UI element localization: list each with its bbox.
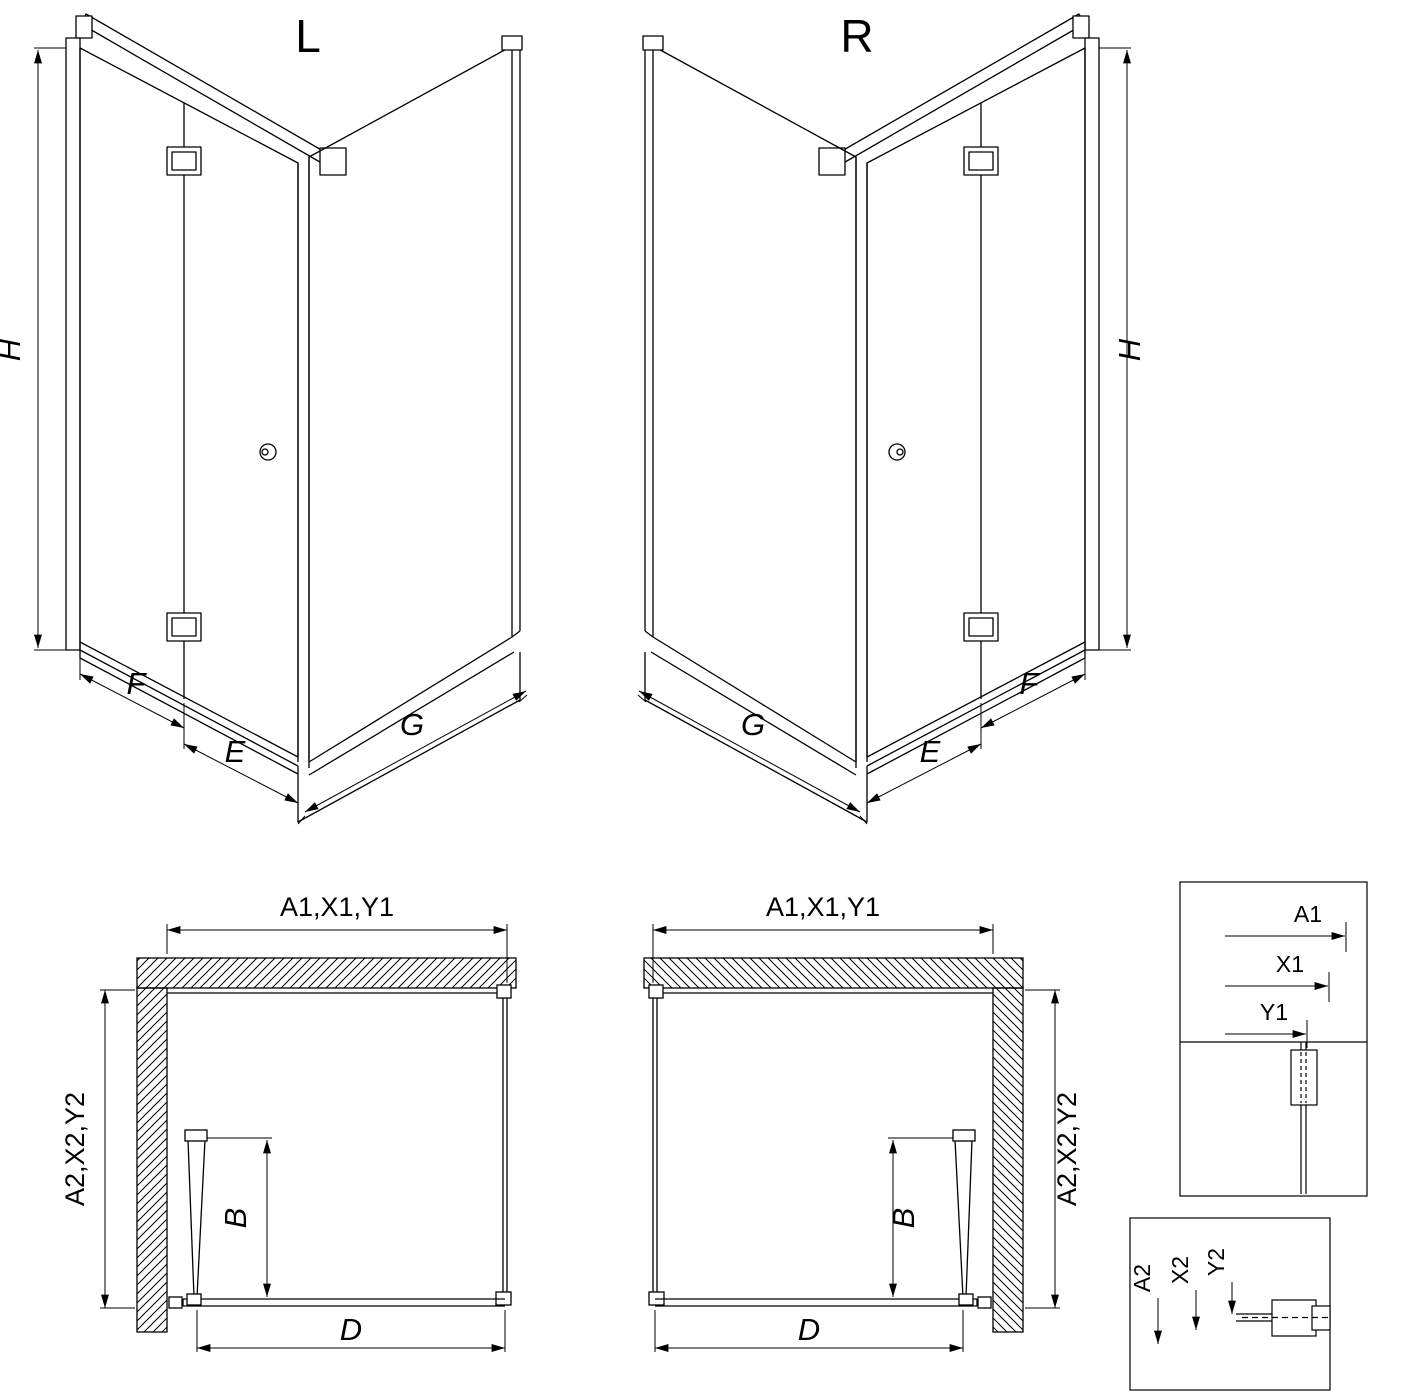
dim-height-right: H bbox=[1112, 338, 1147, 361]
right-3d-view bbox=[638, 14, 1131, 824]
detail-dim-A1: A1 bbox=[1294, 901, 1322, 927]
detail-depth-arrows bbox=[1154, 1282, 1236, 1344]
detail-dim-X2: X2 bbox=[1167, 1256, 1193, 1284]
detail-width-arrows bbox=[1225, 922, 1347, 1048]
dim-width-left-plan: A1,X1,Y1 bbox=[280, 892, 394, 922]
dim-F-right: F bbox=[1020, 666, 1041, 701]
dim-D-right-plan: D bbox=[798, 1312, 820, 1347]
dim-B-left-plan: B bbox=[218, 1208, 253, 1229]
dim-D-left-plan: D bbox=[340, 1312, 362, 1347]
detail-dim-X1: X1 bbox=[1276, 951, 1304, 977]
dim-F-left: F bbox=[127, 666, 148, 701]
detail-dim-Y2: Y2 bbox=[1203, 1248, 1229, 1276]
dim-depth-right-plan: A2,X2,Y2 bbox=[1052, 1092, 1082, 1206]
dim-G-right: G bbox=[741, 707, 765, 742]
detail-depth-section bbox=[1129, 1217, 1331, 1391]
dim-height-left: H bbox=[0, 338, 27, 361]
left-3d-view bbox=[34, 14, 527, 824]
detail-dim-A2: A2 bbox=[1129, 1264, 1155, 1292]
variant-label-right: R bbox=[840, 10, 873, 62]
dim-depth-left-plan: A2,X2,Y2 bbox=[60, 1092, 90, 1206]
dimension-labels: L R H F E G H F E G A1,X1,Y1 A2,X2,Y2 B … bbox=[0, 10, 1322, 1347]
variant-label-left: L bbox=[295, 10, 321, 62]
dim-G-left: G bbox=[400, 707, 424, 742]
dim-E-right: E bbox=[920, 734, 941, 769]
detail-dim-Y1: Y1 bbox=[1260, 999, 1288, 1025]
dim-B-right-plan: B bbox=[886, 1208, 921, 1229]
right-plan-view bbox=[644, 924, 1060, 1352]
dim-E-left: E bbox=[225, 734, 246, 769]
detail-width-section bbox=[1179, 881, 1368, 1197]
left-plan-view bbox=[100, 924, 516, 1352]
dim-width-right-plan: A1,X1,Y1 bbox=[766, 892, 880, 922]
